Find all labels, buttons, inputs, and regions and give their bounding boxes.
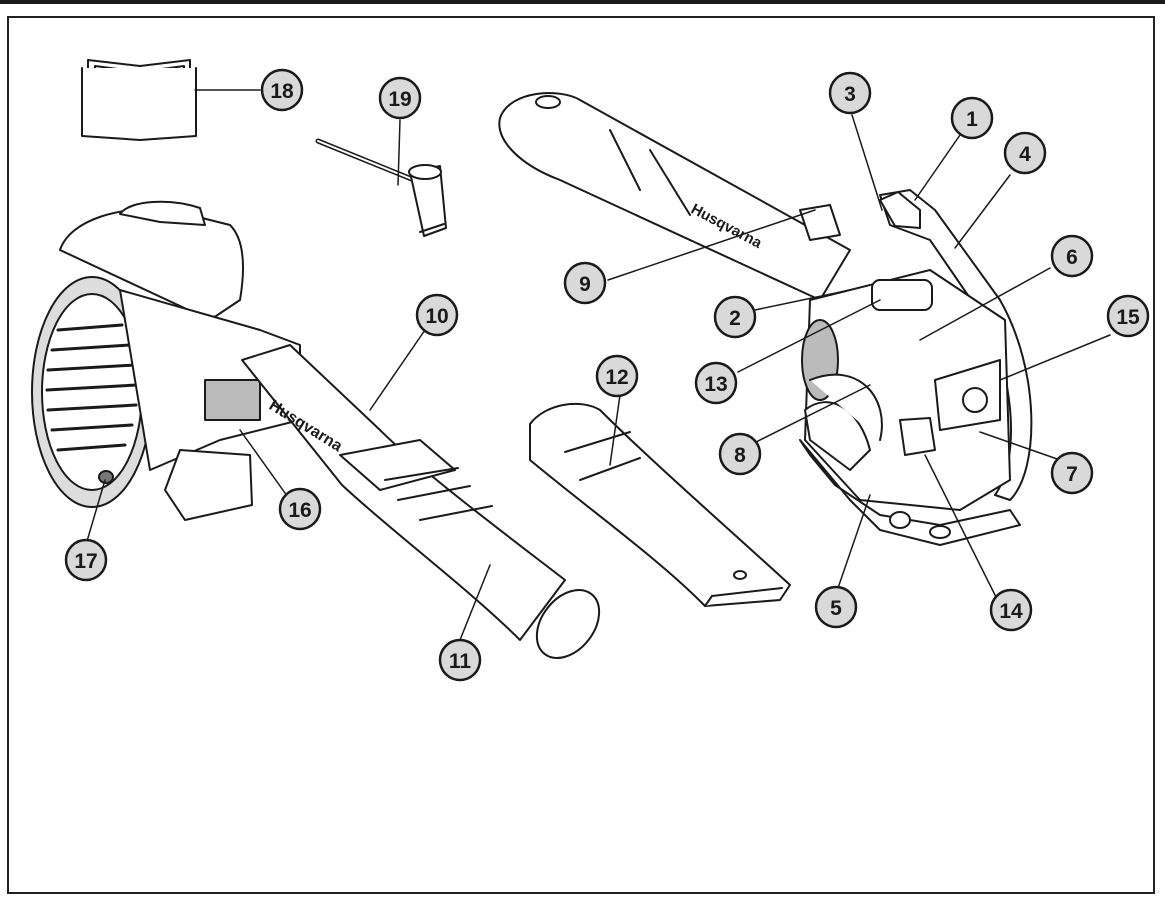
top-rule	[0, 0, 1165, 4]
callout-16: 16	[278, 487, 322, 531]
svg-text:12: 12	[605, 366, 628, 389]
svg-text:5: 5	[830, 597, 842, 620]
nozzle-illustration	[529, 402, 791, 607]
svg-text:1: 1	[966, 108, 978, 131]
svg-text:8: 8	[734, 444, 746, 467]
blower-left-illustration: Husqvarna	[31, 200, 601, 659]
blower-right-illustration: Husqvarna	[498, 92, 1033, 546]
callout-5: 5	[814, 585, 858, 629]
svg-text:19: 19	[388, 88, 411, 111]
callout-1: 1	[950, 96, 994, 140]
callout-9: 9	[563, 261, 607, 305]
callout-7: 7	[1050, 451, 1094, 495]
callout-6: 6	[1050, 234, 1094, 278]
callout-4: 4	[1003, 131, 1047, 175]
svg-text:17: 17	[74, 550, 97, 573]
callout-17: 17	[64, 538, 108, 582]
svg-text:18: 18	[270, 80, 294, 103]
svg-text:3: 3	[844, 83, 856, 106]
svg-text:2: 2	[729, 307, 741, 330]
callout-11: 11	[438, 638, 482, 682]
callout-13: 13	[694, 361, 738, 405]
callout-15: 15	[1106, 294, 1150, 338]
callout-2: 2	[713, 295, 757, 339]
svg-text:4: 4	[1019, 143, 1031, 166]
svg-text:13: 13	[704, 373, 727, 396]
svg-text:7: 7	[1066, 463, 1078, 486]
svg-text:14: 14	[999, 600, 1023, 623]
callout-14: 14	[989, 588, 1033, 632]
svg-text:6: 6	[1066, 246, 1078, 269]
svg-text:10: 10	[425, 305, 448, 328]
callout-bubbles: 1 2 3 4 5 6 7 8 9 10 11 12 13 14 15 16 1…	[64, 68, 1150, 682]
spark-plug-wrench-illustration	[315, 138, 447, 237]
svg-text:11: 11	[449, 650, 472, 673]
svg-text:9: 9	[579, 273, 591, 296]
callout-19: 19	[378, 76, 422, 120]
callout-10: 10	[415, 293, 459, 337]
callout-18: 18	[260, 68, 304, 112]
manual-book-illustration	[81, 59, 197, 141]
callout-3: 3	[828, 71, 872, 115]
leader-lines	[84, 89, 1111, 641]
callout-8: 8	[718, 432, 762, 476]
svg-text:15: 15	[1116, 306, 1140, 329]
callout-12: 12	[595, 354, 639, 398]
svg-text:16: 16	[288, 499, 311, 522]
